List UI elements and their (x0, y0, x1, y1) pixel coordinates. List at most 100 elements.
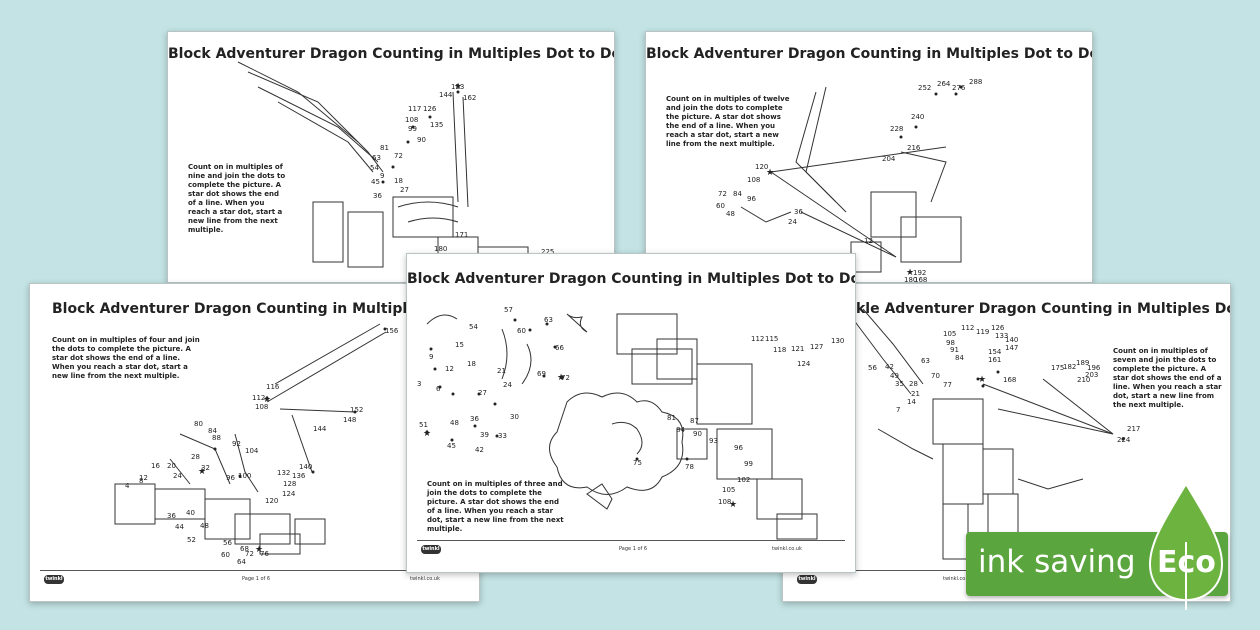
dot-label: 77 (943, 381, 952, 389)
dot-label: 126 (423, 105, 437, 113)
dot-label: 12 (139, 474, 148, 482)
dot-label: 81 (667, 414, 676, 422)
dot-label: 84 (208, 427, 217, 435)
dot-label: 118 (773, 346, 787, 354)
dot-label: 228 (890, 125, 904, 133)
dot-label: 99 (408, 125, 417, 133)
footer-page-number: Page 1 of 6 (619, 546, 648, 552)
dot-label: 156 (385, 327, 399, 335)
worksheet-preview-nine[interactable]: Block Adventurer Dragon Counting in Mult… (167, 31, 615, 283)
dot-label: 72 (718, 190, 727, 198)
dot-label: 140 (1005, 336, 1019, 344)
dot-label: 102 (737, 476, 751, 484)
footer-website: twinkl.co.uk (410, 576, 440, 582)
dot-label: 121 (791, 345, 805, 353)
dragon-dot-art: ★ (237, 61, 529, 278)
dot-label: 96 (747, 195, 756, 203)
dot-label: 104 (245, 447, 259, 455)
dot-label: 28 (191, 453, 200, 461)
dot-label: 252 (918, 84, 932, 92)
sheet-title: nkle Adventurer Dragon Counting in Multi… (846, 301, 1230, 317)
dot-label: 180 (904, 276, 918, 283)
dot-label: 80 (194, 420, 203, 428)
dot-label: 115 (765, 335, 779, 343)
eco-leaf-icon (1148, 482, 1224, 610)
dot-label: 18 (467, 360, 476, 368)
dot-label: 81 (380, 144, 389, 152)
dot-label: 108 (747, 176, 761, 184)
dot-label: 44 (175, 523, 184, 531)
worksheet-preview-four[interactable]: Block Adventurer Dragon Counting in Mult… (29, 283, 480, 602)
dot-label: 63 (544, 316, 553, 324)
dot-label: 70 (931, 372, 940, 380)
twinkl-logo: twinkl (421, 545, 441, 554)
footer-divider (40, 570, 469, 571)
dot-label: 180 (434, 245, 448, 253)
dot-label: 9 (380, 172, 385, 180)
twinkl-logo: twinkl (44, 575, 64, 584)
dot-label: 216 (907, 144, 921, 152)
svg-text:★: ★ (729, 500, 737, 510)
sheet-instructions: Count on in multiples of four and join t… (52, 336, 200, 380)
svg-text:★: ★ (255, 545, 263, 555)
dot-label: 224 (1117, 436, 1131, 444)
dot-label: 100 (238, 472, 252, 480)
dot-label: 217 (1127, 425, 1141, 433)
worksheet-preview-twelve[interactable]: Block Adventurer Dragon Counting in Mult… (645, 31, 1093, 283)
ink-saving-label: ink saving (978, 544, 1136, 580)
dot-label: 42 (475, 446, 484, 454)
dot-label: 24 (173, 472, 182, 480)
dot-label: 42 (885, 363, 894, 371)
dot-label: 112 (252, 394, 266, 402)
dot-label: 132 (277, 469, 291, 477)
dot-label: 84 (733, 190, 742, 198)
dot-label: 87 (690, 417, 699, 425)
dot-label: 162 (463, 94, 477, 102)
dot-label: 24 (788, 218, 797, 226)
sheet-instructions: Count on in multiples of nine and join t… (188, 163, 286, 234)
worksheet-preview-three[interactable]: Block Adventurer Dragon Counting in Mult… (406, 253, 856, 573)
dot-label: 60 (221, 551, 230, 559)
dot-label: 21 (497, 367, 506, 375)
svg-text:★: ★ (978, 375, 986, 385)
dot-label: 45 (371, 178, 380, 186)
dot-label: 52 (187, 536, 196, 544)
dot-label: 124 (282, 490, 296, 498)
dot-label: 24 (503, 381, 512, 389)
dot-label: 288 (969, 78, 983, 86)
dot-label: 51 (419, 421, 428, 429)
svg-text:★: ★ (263, 395, 271, 405)
dot-label: 144 (439, 91, 453, 99)
dot-label: 192 (913, 269, 927, 277)
dot-label: 99 (744, 460, 753, 468)
dot-label: 49 (890, 372, 899, 380)
dot-label: 168 (914, 276, 928, 283)
dot-label: 48 (450, 419, 459, 427)
dot-label: 7 (896, 406, 901, 414)
dot-label: 91 (950, 346, 959, 354)
dot-label: 15 (455, 341, 464, 349)
dot-label: 16 (151, 462, 160, 470)
footer-website: twinkl.co.uk (943, 576, 973, 582)
dot-label: 36 (167, 512, 176, 520)
dot-label: 127 (810, 343, 824, 351)
sheet-instructions: Count on in multiples of twelve and join… (666, 95, 790, 148)
dot-label: 60 (517, 327, 526, 335)
sheet-title: Block Adventurer Dragon Counting in Mult… (52, 301, 458, 317)
dot-label: 63 (921, 357, 930, 365)
dot-label: 203 (1085, 371, 1099, 379)
dot-label: 39 (480, 431, 489, 439)
dot-label: 196 (1087, 364, 1101, 372)
dot-label: 28 (909, 380, 918, 388)
dot-label: 148 (343, 416, 357, 424)
dot-label: 36 (470, 415, 479, 423)
dot-label: 9 (429, 353, 434, 361)
dot-label: 75 (633, 459, 642, 467)
dot-label: 27 (478, 389, 487, 397)
svg-text:★: ★ (198, 467, 206, 477)
svg-text:★: ★ (766, 168, 774, 178)
footer-website: twinkl.co.uk (772, 546, 802, 552)
dot-label: 161 (988, 356, 1002, 364)
sheet-title: Block Adventurer Dragon Counting in Mult… (168, 46, 615, 62)
sheet-instructions: Count on in multiples of seven and join … (1113, 347, 1222, 409)
